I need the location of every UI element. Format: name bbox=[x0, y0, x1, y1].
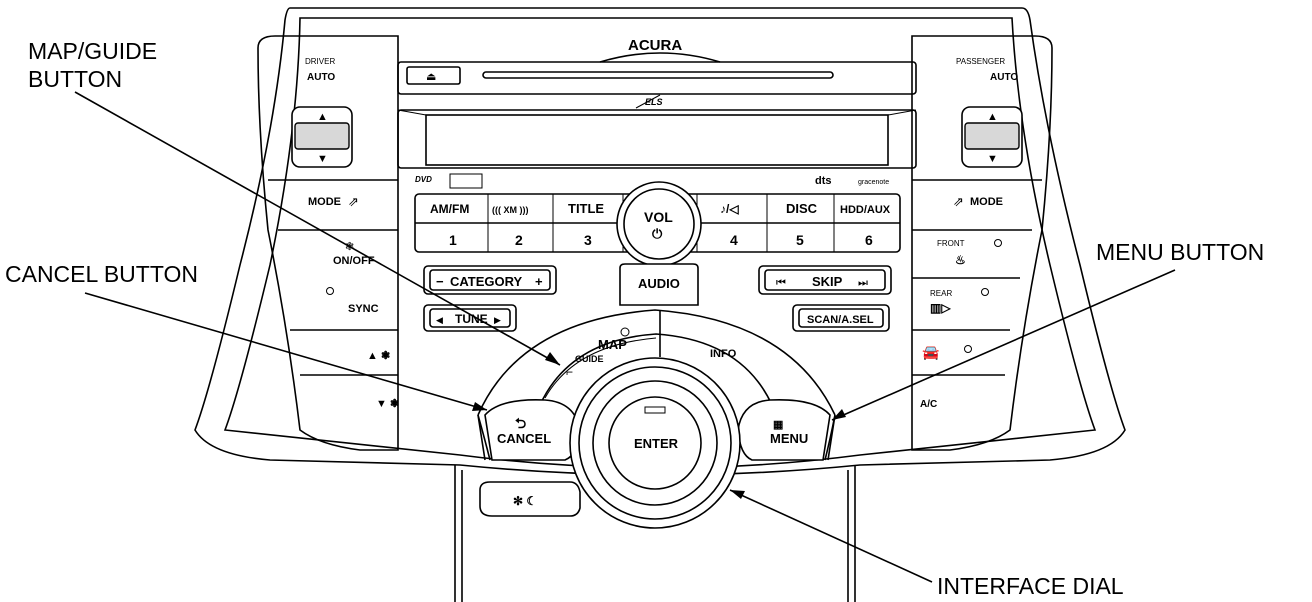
dimmer-icon: ✻ ☾ bbox=[513, 494, 537, 508]
ac-button[interactable]: A/C bbox=[920, 399, 937, 410]
driver-auto-button[interactable]: AUTO bbox=[307, 72, 335, 83]
back-arrow-icon: ⮌ bbox=[515, 415, 526, 431]
power-icon: ⏻ bbox=[652, 226, 663, 241]
disc-unit bbox=[397, 61, 917, 95]
vent-icon-right: ⇗ bbox=[953, 194, 964, 209]
audio-label: AUDIO bbox=[638, 276, 680, 291]
skip-back-icon: ⏮ bbox=[776, 277, 786, 289]
controller-arc-outer bbox=[477, 309, 836, 416]
fan-up-button[interactable]: ▲ ❃ bbox=[367, 350, 390, 362]
cancel-label: CANCEL bbox=[497, 431, 551, 446]
display-screen bbox=[397, 109, 917, 169]
svg-text:▶: ▶ bbox=[494, 315, 501, 325]
fan-down-button[interactable]: ▼ ❃ bbox=[376, 398, 399, 410]
preset-2-button[interactable]: 2 bbox=[515, 232, 523, 248]
enter-label: ENTER bbox=[634, 436, 679, 451]
passenger-mode-button[interactable]: MODE bbox=[970, 196, 1003, 208]
temp-up-icon-right: ▲ bbox=[987, 111, 998, 123]
disc-slot[interactable] bbox=[482, 71, 834, 79]
map-guide-button[interactable] bbox=[544, 337, 657, 399]
interface-dial-callout: INTERFACE DIAL bbox=[937, 573, 1124, 599]
dvd-logo: DVD bbox=[415, 175, 432, 184]
map-label: MAP bbox=[598, 337, 627, 352]
tune-label: TUNE bbox=[455, 312, 488, 326]
recirculation-icon[interactable]: 🚘 bbox=[922, 344, 940, 361]
driver-mode-button[interactable]: MODE bbox=[308, 196, 341, 208]
enter-button[interactable] bbox=[608, 396, 702, 490]
map-guide-callout-line1: MAP/GUIDE bbox=[28, 38, 157, 64]
eject-button[interactable] bbox=[406, 66, 461, 85]
passenger-label: PASSENGER bbox=[956, 57, 1005, 66]
preset-disc-button[interactable]: DISC bbox=[786, 201, 818, 216]
passenger-auto-button[interactable]: AUTO bbox=[990, 72, 1018, 83]
preset-title-button[interactable]: TITLE bbox=[568, 201, 604, 216]
rear-defrost-icon[interactable]: ▥▷ bbox=[930, 301, 951, 315]
lower-housing bbox=[454, 465, 856, 602]
front-defrost-label: FRONT bbox=[937, 239, 965, 248]
preset-hddaux-button[interactable]: HDD/AUX bbox=[840, 204, 891, 216]
left-climate-panel bbox=[257, 35, 399, 451]
eject-icon: ⏏ bbox=[426, 71, 436, 83]
guide-label: GUIDE bbox=[575, 354, 604, 364]
scan-asel-label: SCAN/A.SEL bbox=[807, 314, 874, 326]
svg-text:◀: ◀ bbox=[436, 315, 443, 325]
els-logo: ELS bbox=[645, 97, 663, 107]
svg-text:CATEGORY: CATEGORY bbox=[450, 274, 523, 289]
menu-button[interactable] bbox=[737, 398, 831, 461]
guide-flag-icon: ⌐ bbox=[566, 365, 573, 379]
dolby-logo bbox=[449, 173, 483, 189]
preset-xm-button[interactable]: ((( XM ))) bbox=[492, 205, 528, 215]
cancel-leader bbox=[84, 292, 488, 411]
audio-button[interactable] bbox=[619, 263, 699, 306]
temp-down-icon-right: ▼ bbox=[987, 153, 998, 165]
vol-label: VOL bbox=[644, 209, 673, 225]
preset-6-button[interactable]: 6 bbox=[865, 232, 873, 248]
preset-amfm-button[interactable]: AM/FM bbox=[430, 202, 469, 216]
rear-defrost-label: REAR bbox=[930, 289, 952, 298]
category-button[interactable] bbox=[423, 265, 557, 295]
temp-down-icon: ▼ bbox=[317, 153, 328, 165]
menu-label: MENU bbox=[770, 431, 808, 446]
info-button[interactable]: INFO bbox=[710, 348, 737, 360]
menu-leader bbox=[831, 269, 1176, 421]
skip-label: SKIP bbox=[812, 274, 843, 289]
preset-1-button[interactable]: 1 bbox=[449, 232, 457, 248]
skip-button[interactable] bbox=[758, 265, 892, 295]
preset-5-button[interactable]: 5 bbox=[796, 232, 804, 248]
gracenote-logo: gracenote bbox=[858, 179, 889, 186]
controller-arc-inner bbox=[539, 333, 773, 406]
menu-icon: ▦ bbox=[773, 419, 783, 431]
vent-icon-left: ⇗ bbox=[348, 194, 359, 209]
right-climate-panel bbox=[911, 35, 1053, 451]
temp-up-icon: ▲ bbox=[317, 111, 328, 123]
scan-asel-button[interactable] bbox=[792, 304, 890, 332]
driver-label: DRIVER bbox=[305, 57, 335, 66]
preset-4-button[interactable]: 4 bbox=[730, 232, 738, 248]
cancel-callout: CANCEL BUTTON bbox=[5, 261, 198, 287]
preset-music-button[interactable]: ♪/◁ bbox=[720, 202, 739, 216]
dimmer-button[interactable] bbox=[479, 481, 581, 517]
menu-callout: MENU BUTTON bbox=[1096, 239, 1264, 265]
interface-dial-leader bbox=[729, 489, 933, 583]
category-label: − bbox=[436, 274, 444, 289]
skip-fwd-icon: ⏭ bbox=[858, 277, 868, 289]
sync-button[interactable]: SYNC bbox=[348, 303, 379, 315]
map-guide-callout-line2: BUTTON bbox=[28, 66, 122, 92]
map-guide-leader bbox=[74, 91, 561, 366]
preset-3-button[interactable]: 3 bbox=[584, 232, 592, 248]
front-defrost-icon[interactable]: ♨ bbox=[955, 253, 966, 267]
tune-button[interactable] bbox=[423, 304, 517, 332]
dts-logo: dts bbox=[815, 175, 832, 187]
svg-text:+: + bbox=[535, 274, 543, 289]
cancel-button[interactable] bbox=[484, 398, 581, 461]
on-off-button[interactable]: ON/OFF bbox=[333, 255, 375, 267]
brand-logo: ACURA bbox=[628, 37, 682, 54]
